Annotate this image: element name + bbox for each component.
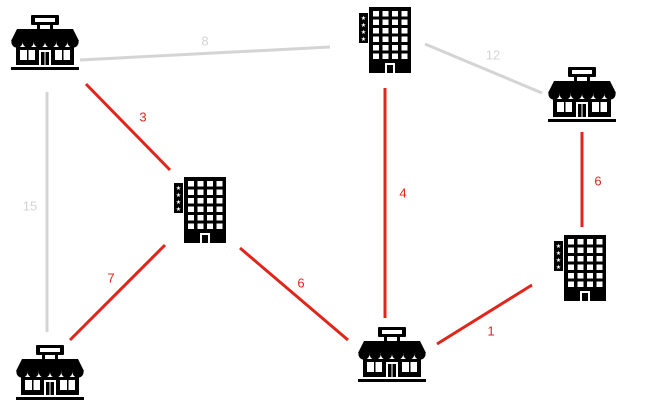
svg-text:★: ★ <box>176 185 181 192</box>
edge-weight-label: 15 <box>23 198 37 213</box>
svg-text:★: ★ <box>556 243 561 250</box>
hotel-icon: ★★★★ <box>359 7 411 73</box>
svg-text:★: ★ <box>361 22 366 29</box>
nodes-layer: ★★★★★★★★★★★★ <box>11 7 616 400</box>
edge-labels-layer: 8 12 15 3 4 6 7 6 1 <box>23 33 602 338</box>
edge-weight-label: 6 <box>297 275 304 290</box>
edge-weight-label: 4 <box>399 185 406 200</box>
svg-text:★: ★ <box>361 36 366 43</box>
edge-hotel-top-center-to-shop-right <box>424 42 543 95</box>
hotel-icon: ★★★★ <box>174 177 226 243</box>
edge-hotel-center-left-to-shop-bottom-left <box>68 243 167 342</box>
edge-shop-bottom-center-to-hotel-right <box>436 283 533 346</box>
svg-text:★: ★ <box>176 192 181 199</box>
edge-weight-label: 7 <box>107 270 114 285</box>
svg-text:★: ★ <box>556 264 561 271</box>
svg-text:★: ★ <box>361 29 366 36</box>
edge-weight-label: 8 <box>201 33 208 48</box>
edge-weight-label: 3 <box>139 109 146 124</box>
edge-hotel-center-left-to-shop-bottom-center <box>239 246 349 342</box>
hotel-icon: ★★★★ <box>554 235 606 301</box>
edge-shop-top-left-to-hotel-center-left <box>84 82 172 172</box>
shop-icon <box>16 345 84 400</box>
edge-shop-top-left-to-hotel-top-center <box>79 45 331 62</box>
shop-icon <box>358 327 426 382</box>
svg-text:★: ★ <box>176 199 181 206</box>
edges-layer <box>45 42 584 346</box>
edge-weight-label: 6 <box>594 173 601 188</box>
edge-weight-label: 12 <box>486 47 500 62</box>
shop-icon <box>11 15 79 70</box>
svg-text:★: ★ <box>556 257 561 264</box>
edge-weight-label: 1 <box>487 323 494 338</box>
svg-text:★: ★ <box>176 206 181 213</box>
svg-text:★: ★ <box>361 15 366 22</box>
svg-text:★: ★ <box>556 250 561 257</box>
shop-icon <box>548 67 616 122</box>
